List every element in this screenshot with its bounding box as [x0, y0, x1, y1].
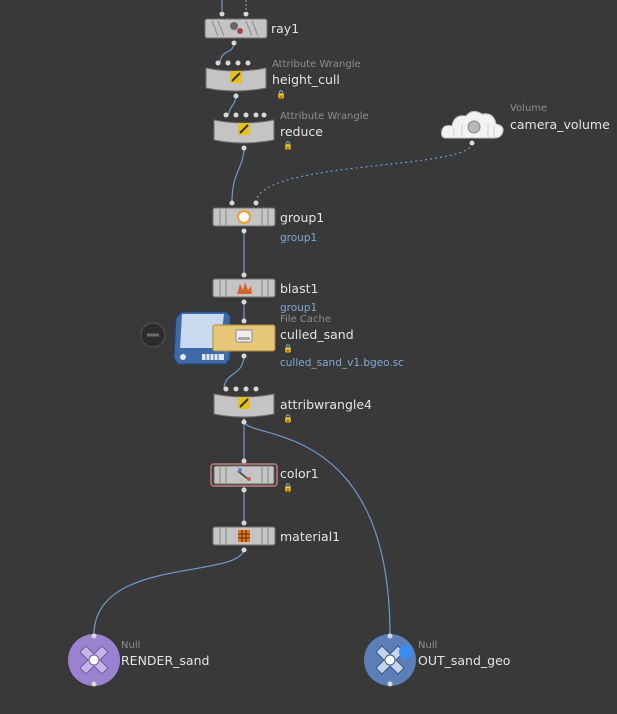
node-label[interactable]: material1: [280, 529, 341, 544]
node-label[interactable]: color1: [280, 466, 319, 481]
node-label[interactable]: reduce: [280, 124, 323, 139]
node-label[interactable]: OUT_sand_geo: [418, 653, 511, 668]
node-label[interactable]: culled_sand: [280, 327, 354, 342]
node-label[interactable]: RENDER_sand: [121, 653, 210, 668]
node-label[interactable]: attribwrangle4: [280, 397, 373, 412]
node-label[interactable]: camera_volume: [510, 117, 610, 132]
node-label[interactable]: group1: [280, 210, 325, 225]
node-label[interactable]: ray1: [271, 21, 300, 36]
node-label[interactable]: height_cull: [272, 72, 340, 87]
node-label[interactable]: blast1: [280, 281, 319, 296]
